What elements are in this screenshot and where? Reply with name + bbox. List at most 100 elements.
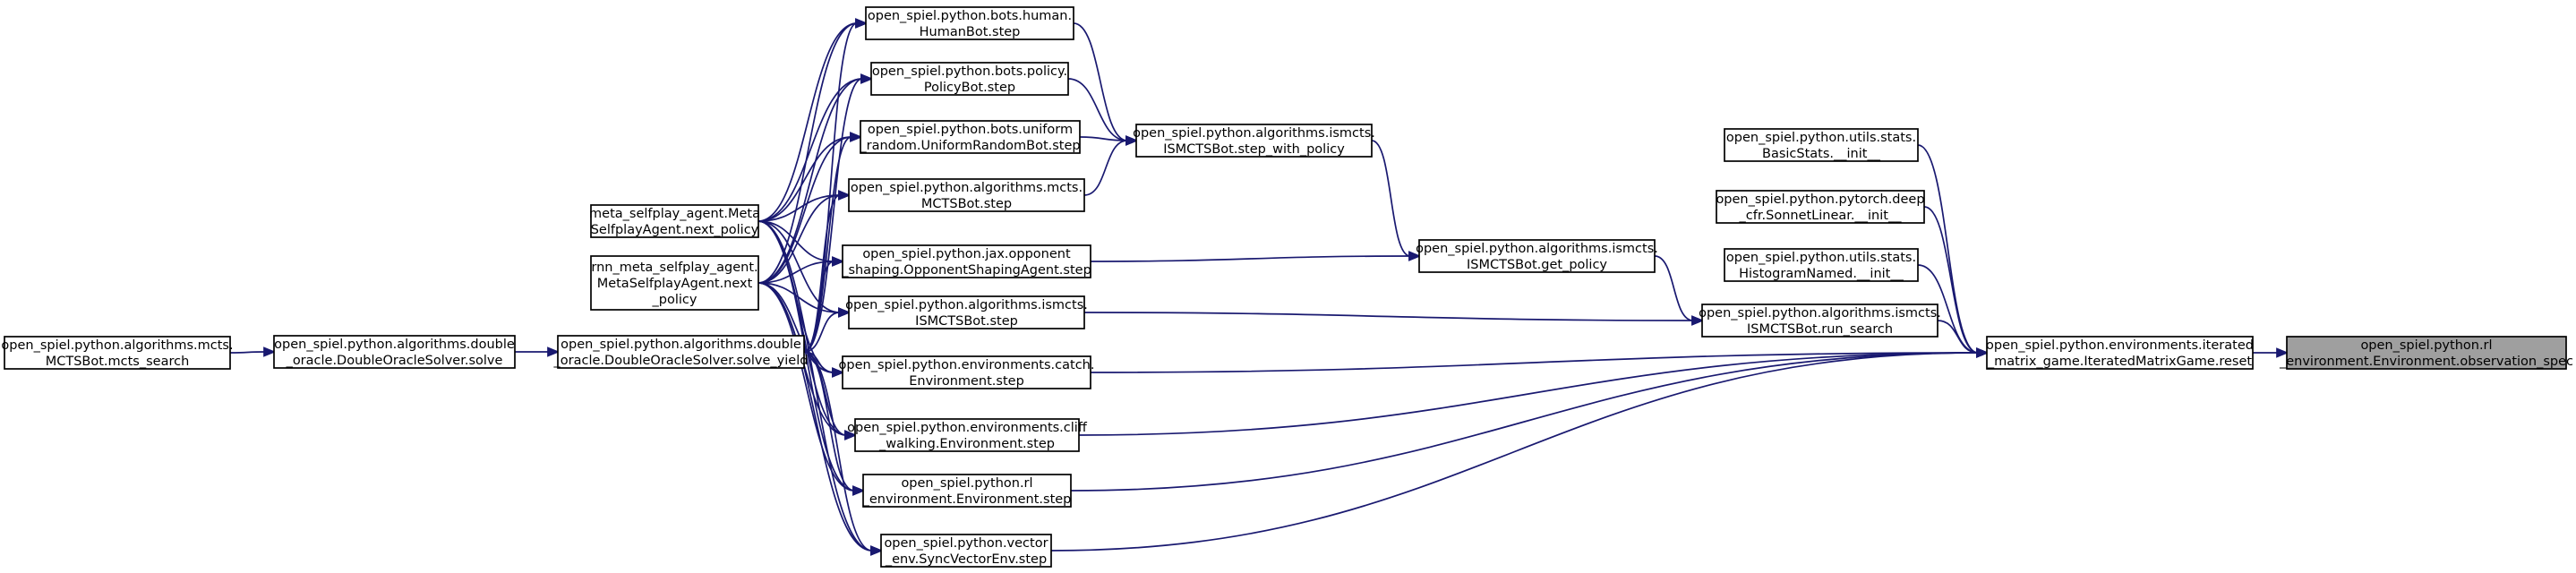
node-label-line: _shaping.OpponentShapingAgent.step [841, 263, 1091, 278]
node-label-line: ISMCTSBot.run_search [1747, 322, 1893, 337]
node-box [557, 335, 805, 369]
node-box [880, 534, 1052, 568]
arrowhead-icon [2276, 347, 2289, 358]
node-label-line: HistogramNamed.__init__ [1739, 267, 1904, 281]
node-policy-step[interactable]: open_spiel.python.bots.policy.PolicyBot.… [870, 62, 1069, 96]
edge-cliff_step-to-iterated_reset [1078, 347, 1990, 436]
edge-iterated_reset-to-obs_spec [2253, 347, 2289, 358]
node-box [273, 335, 516, 369]
node-label-line: open_spiel.python.algorithms.double [561, 338, 801, 352]
node-label-line: open_spiel.python.algorithms.ismcts. [845, 298, 1088, 312]
edge-rnn_next_policy-to-human_step [757, 18, 869, 284]
node-box [870, 62, 1069, 96]
node-iterated-reset[interactable]: open_spiel.python.environments.iterated_… [1986, 336, 2254, 370]
node-mcts-step[interactable]: open_spiel.python.algorithms.mcts. MCTSBo… [848, 178, 1085, 212]
node-box [842, 244, 1091, 278]
arrowhead-icon [832, 367, 845, 378]
node-label-line: PolicyBot.step [924, 81, 1015, 95]
node-label-line: open_spiel.python.rl [901, 476, 1032, 491]
node-rnn-next-policy[interactable]: rnn_meta_selfplay_agent.MetaSelfplayAgen… [590, 255, 759, 311]
node-label-line: open_spiel.python.algorithms.double [274, 338, 515, 352]
node-box [842, 355, 1091, 389]
node-meta-next-policy[interactable]: meta_selfplay_agent.MetaSelfplayAgent.ne… [589, 204, 760, 238]
edge-rl_env_step-to-iterated_reset [1070, 347, 1990, 492]
node-box [865, 6, 1074, 40]
node-opponent-step[interactable]: open_spiel.python.jax.opponent_shaping.O… [841, 244, 1091, 278]
node-label-line: MCTSBot.step [921, 197, 1012, 211]
node-label-line: open_spiel.python.utils.stats. [1726, 131, 1916, 145]
node-label-line: open_spiel.python.rl [2360, 338, 2492, 353]
node-label-line: open_spiel.python.bots.uniform [868, 123, 1073, 137]
node-box [848, 178, 1085, 212]
arrowhead-icon [1408, 251, 1422, 261]
node-label-line: ISMCTSBot.get_policy [1467, 258, 1607, 272]
node-obs-spec: open_spiel.python.rl _environment.Environ… [2279, 336, 2573, 370]
node-box [1986, 336, 2254, 370]
edge-human_step-to-ismcts_step_with_policy [1073, 22, 1139, 146]
arrowhead-icon [1691, 315, 1705, 326]
node-sonnetlinear-init[interactable]: open_spiel.python.pytorch.deep_cfr.Sonne… [1716, 190, 1925, 224]
node-label-line: open_spiel.python.environments.iterated [1986, 338, 2254, 353]
node-label-line: _oracle.DoubleOracleSolver.solve_yield [553, 354, 809, 368]
node-basicstats-init[interactable]: open_spiel.python.utils.stats. BasicStats… [1724, 128, 1919, 162]
edge-vector_step-to-iterated_reset [1050, 347, 1990, 552]
node-label-line: _env.SyncVectorEnv.step [885, 552, 1047, 567]
edge-mcts_search-to-solve [229, 346, 277, 357]
arrowhead-icon [838, 190, 852, 201]
node-label-line: _policy [652, 293, 697, 307]
node-box [1724, 128, 1919, 162]
node-label-line: open_spiel.python.environments.catch. [839, 358, 1095, 372]
node-label-line: open_spiel.python.algorithms.ismcts. [1699, 306, 1941, 321]
node-label-line: MCTSBot.mcts_search [46, 355, 190, 369]
node-box [2286, 336, 2567, 370]
node-box [1135, 124, 1373, 158]
edge-solve-to-solve_yield [515, 346, 561, 357]
node-label-line: HumanBot.step [920, 25, 1021, 39]
edge-opponent_step-to-ismcts_get_policy [1090, 251, 1422, 262]
node-uniform-step[interactable]: open_spiel.python.bots.uniform_random.Un… [859, 120, 1081, 154]
node-vector-step[interactable]: open_spiel.python.vector_env.SyncVectorE… [880, 534, 1052, 568]
node-box [590, 204, 759, 238]
node-label-line: open_spiel.python.vector [884, 536, 1048, 551]
node-solve[interactable]: open_spiel.python.algorithms.double_orac… [273, 335, 516, 369]
node-mcts-search[interactable]: open_spiel.python.algorithms.mcts. MCTSBo… [1, 336, 234, 370]
nodes-layer: open_spiel.python.rl_environment.Environ… [1, 6, 2573, 568]
node-human-step[interactable]: open_spiel.python.bots.human. HumanBot.st… [865, 6, 1074, 40]
arrowhead-icon [860, 73, 874, 84]
edge-ismcts_step-to-ismcts_run_search [1083, 312, 1705, 326]
arrowhead-icon [263, 346, 277, 357]
node-histogram-init[interactable]: open_spiel.python.utils.stats.HistogramN… [1724, 248, 1919, 282]
node-label-line: rnn_meta_selfplay_agent. [591, 261, 757, 275]
edge-ismcts_step_with_policy-to-ismcts_get_policy [1371, 140, 1422, 261]
arrowhead-icon [1125, 135, 1139, 146]
node-label-line: open_spiel.python.algorithms.mcts. [851, 181, 1083, 195]
node-label-line: _walking.Environment.step [878, 437, 1055, 451]
node-box [1701, 304, 1938, 338]
node-rl-env-step[interactable]: open_spiel.python.rl_environment.Environ… [862, 474, 1072, 508]
node-label-line: open_spiel.python.algorithms.mcts. [1, 338, 233, 353]
node-catch-step[interactable]: open_spiel.python.environments.catch.Env… [839, 355, 1095, 389]
node-label-line: open_spiel.python.bots.human. [868, 9, 1072, 23]
node-solve-yield[interactable]: open_spiel.python.algorithms.double _orac… [553, 335, 809, 369]
node-ismcts-step[interactable]: open_spiel.python.algorithms.ismcts.ISMC… [845, 295, 1088, 329]
edge-meta_next_policy-to-cliff_step [757, 220, 858, 440]
node-ismcts-get-policy[interactable]: open_spiel.python.algorithms.ismcts.ISMC… [1416, 239, 1658, 273]
arrowhead-icon [850, 132, 863, 142]
node-label-line: BasicStats.__init__ [1762, 147, 1881, 161]
node-cliff-step[interactable]: open_spiel.python.environments.cliff_wal… [847, 418, 1088, 452]
node-box [590, 255, 759, 311]
arrowhead-icon [855, 18, 869, 29]
node-box [848, 295, 1085, 329]
edge-ismcts_get_policy-to-ismcts_run_search [1654, 255, 1705, 326]
edge-solve_yield-to-vector_step [803, 351, 884, 556]
node-label-line: SelfplayAgent.next_policy [591, 223, 759, 237]
node-label-line: _environment.Environment.step [862, 492, 1072, 507]
node-box [854, 418, 1080, 452]
node-ismcts-run-search[interactable]: open_spiel.python.algorithms.ismcts.ISMC… [1699, 304, 1941, 338]
node-label-line: _environment.Environment.observation_spe… [2279, 355, 2573, 369]
arrowhead-icon [1976, 347, 1990, 358]
arrowhead-icon [547, 346, 561, 357]
node-ismcts-step-with-policy[interactable]: open_spiel.python.algorithms.ismcts.ISMC… [1133, 124, 1375, 158]
arrowhead-icon [838, 307, 852, 318]
